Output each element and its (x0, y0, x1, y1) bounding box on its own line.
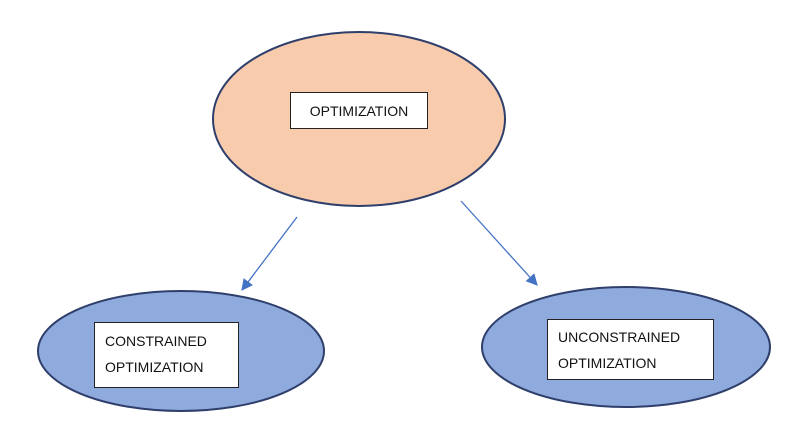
root-label-text: OPTIMIZATION (309, 102, 409, 119)
arrow-to-constrained (241, 216, 298, 291)
unconstrained-node-label: UNCONSTRAINED OPTIMIZATION (547, 319, 714, 380)
unconstrained-label-line2: OPTIMIZATION (558, 355, 657, 371)
constrained-node-label: CONSTRAINED OPTIMIZATION (94, 322, 239, 388)
root-node-label: OPTIMIZATION (290, 92, 428, 129)
unconstrained-label-line1: UNCONSTRAINED (558, 329, 681, 345)
arrow-to-unconstrained (460, 200, 538, 286)
constrained-label-line1: CONSTRAINED (105, 333, 207, 349)
constrained-label-line2: OPTIMIZATION (105, 359, 204, 375)
